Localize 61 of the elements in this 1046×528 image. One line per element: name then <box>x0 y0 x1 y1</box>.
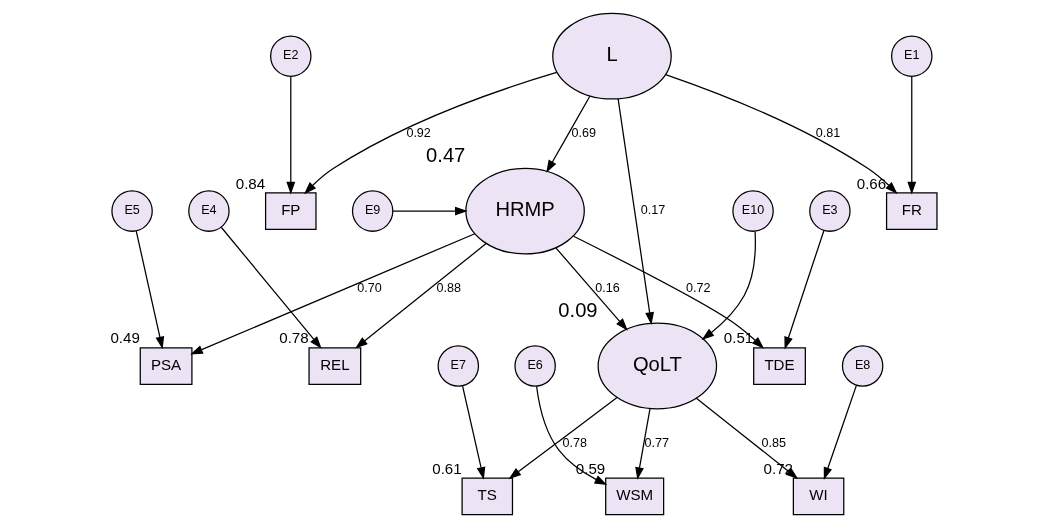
arrow <box>461 385 485 480</box>
arrow <box>285 76 295 195</box>
node-circle: E8 <box>841 345 883 387</box>
node-label: 0.84 <box>235 174 265 192</box>
edge-label: 0.69 <box>570 125 596 140</box>
arrow <box>634 408 651 480</box>
node-label: 0.09 <box>557 298 598 321</box>
arrow <box>303 71 557 195</box>
node-box: WI <box>792 477 844 516</box>
node-circle: E6 <box>513 345 556 387</box>
edge-label: 0.78 <box>562 435 587 450</box>
node-circle: E4 <box>187 190 230 232</box>
node-label: 0.59 <box>575 459 605 477</box>
arrow <box>354 242 487 349</box>
arrow <box>617 98 654 325</box>
arrow <box>135 230 164 350</box>
node-label: 0.47 <box>425 143 465 166</box>
edge-label: 0.77 <box>643 435 669 450</box>
node-circle: E10 <box>731 190 774 232</box>
arrow <box>554 247 628 331</box>
edge-label: 0.88 <box>436 280 461 295</box>
edge-label: 0.85 <box>761 435 786 450</box>
node-box: FR <box>885 192 938 230</box>
arrow <box>535 385 607 486</box>
edge-label: 0.16 <box>594 280 620 295</box>
node-ellipse: L <box>551 12 672 100</box>
node-circle: E2 <box>269 35 312 77</box>
edge-label: 0.72 <box>685 280 711 295</box>
node-label: 0.49 <box>109 329 140 347</box>
node-circle: E1 <box>890 35 933 77</box>
edge-label: 0.81 <box>815 125 840 140</box>
node-box: FP <box>264 192 317 230</box>
node-box: TDE <box>752 347 806 385</box>
node-label: 0.66 <box>856 174 886 192</box>
node-box: WSM <box>604 477 664 516</box>
node-circle: E5 <box>110 190 153 232</box>
arrow <box>508 396 618 480</box>
edge-label: 0.92 <box>405 125 431 140</box>
arrow <box>664 73 898 194</box>
arrow <box>695 397 798 479</box>
node-label: 0.51 <box>723 329 753 347</box>
arrow <box>783 229 825 350</box>
arrow <box>189 233 475 355</box>
node-label: 0.61 <box>431 459 462 477</box>
node-box: TS <box>460 477 513 516</box>
node-circle: E3 <box>808 190 851 232</box>
arrow <box>391 206 468 216</box>
arrow <box>906 76 916 195</box>
node-circle: E9 <box>351 190 393 232</box>
arrow <box>823 384 857 480</box>
edge-label: 0.70 <box>356 280 382 295</box>
edge-label: 0.17 <box>640 203 665 218</box>
node-box: REL <box>307 347 361 385</box>
node-ellipse: HRMP <box>464 167 585 255</box>
arrow <box>220 226 322 349</box>
arrow <box>545 95 590 173</box>
node-box: PSA <box>139 347 193 385</box>
arrow <box>572 235 764 349</box>
node-circle: E7 <box>437 345 479 387</box>
node-label: 0.78 <box>278 329 309 347</box>
arrow <box>701 230 756 340</box>
